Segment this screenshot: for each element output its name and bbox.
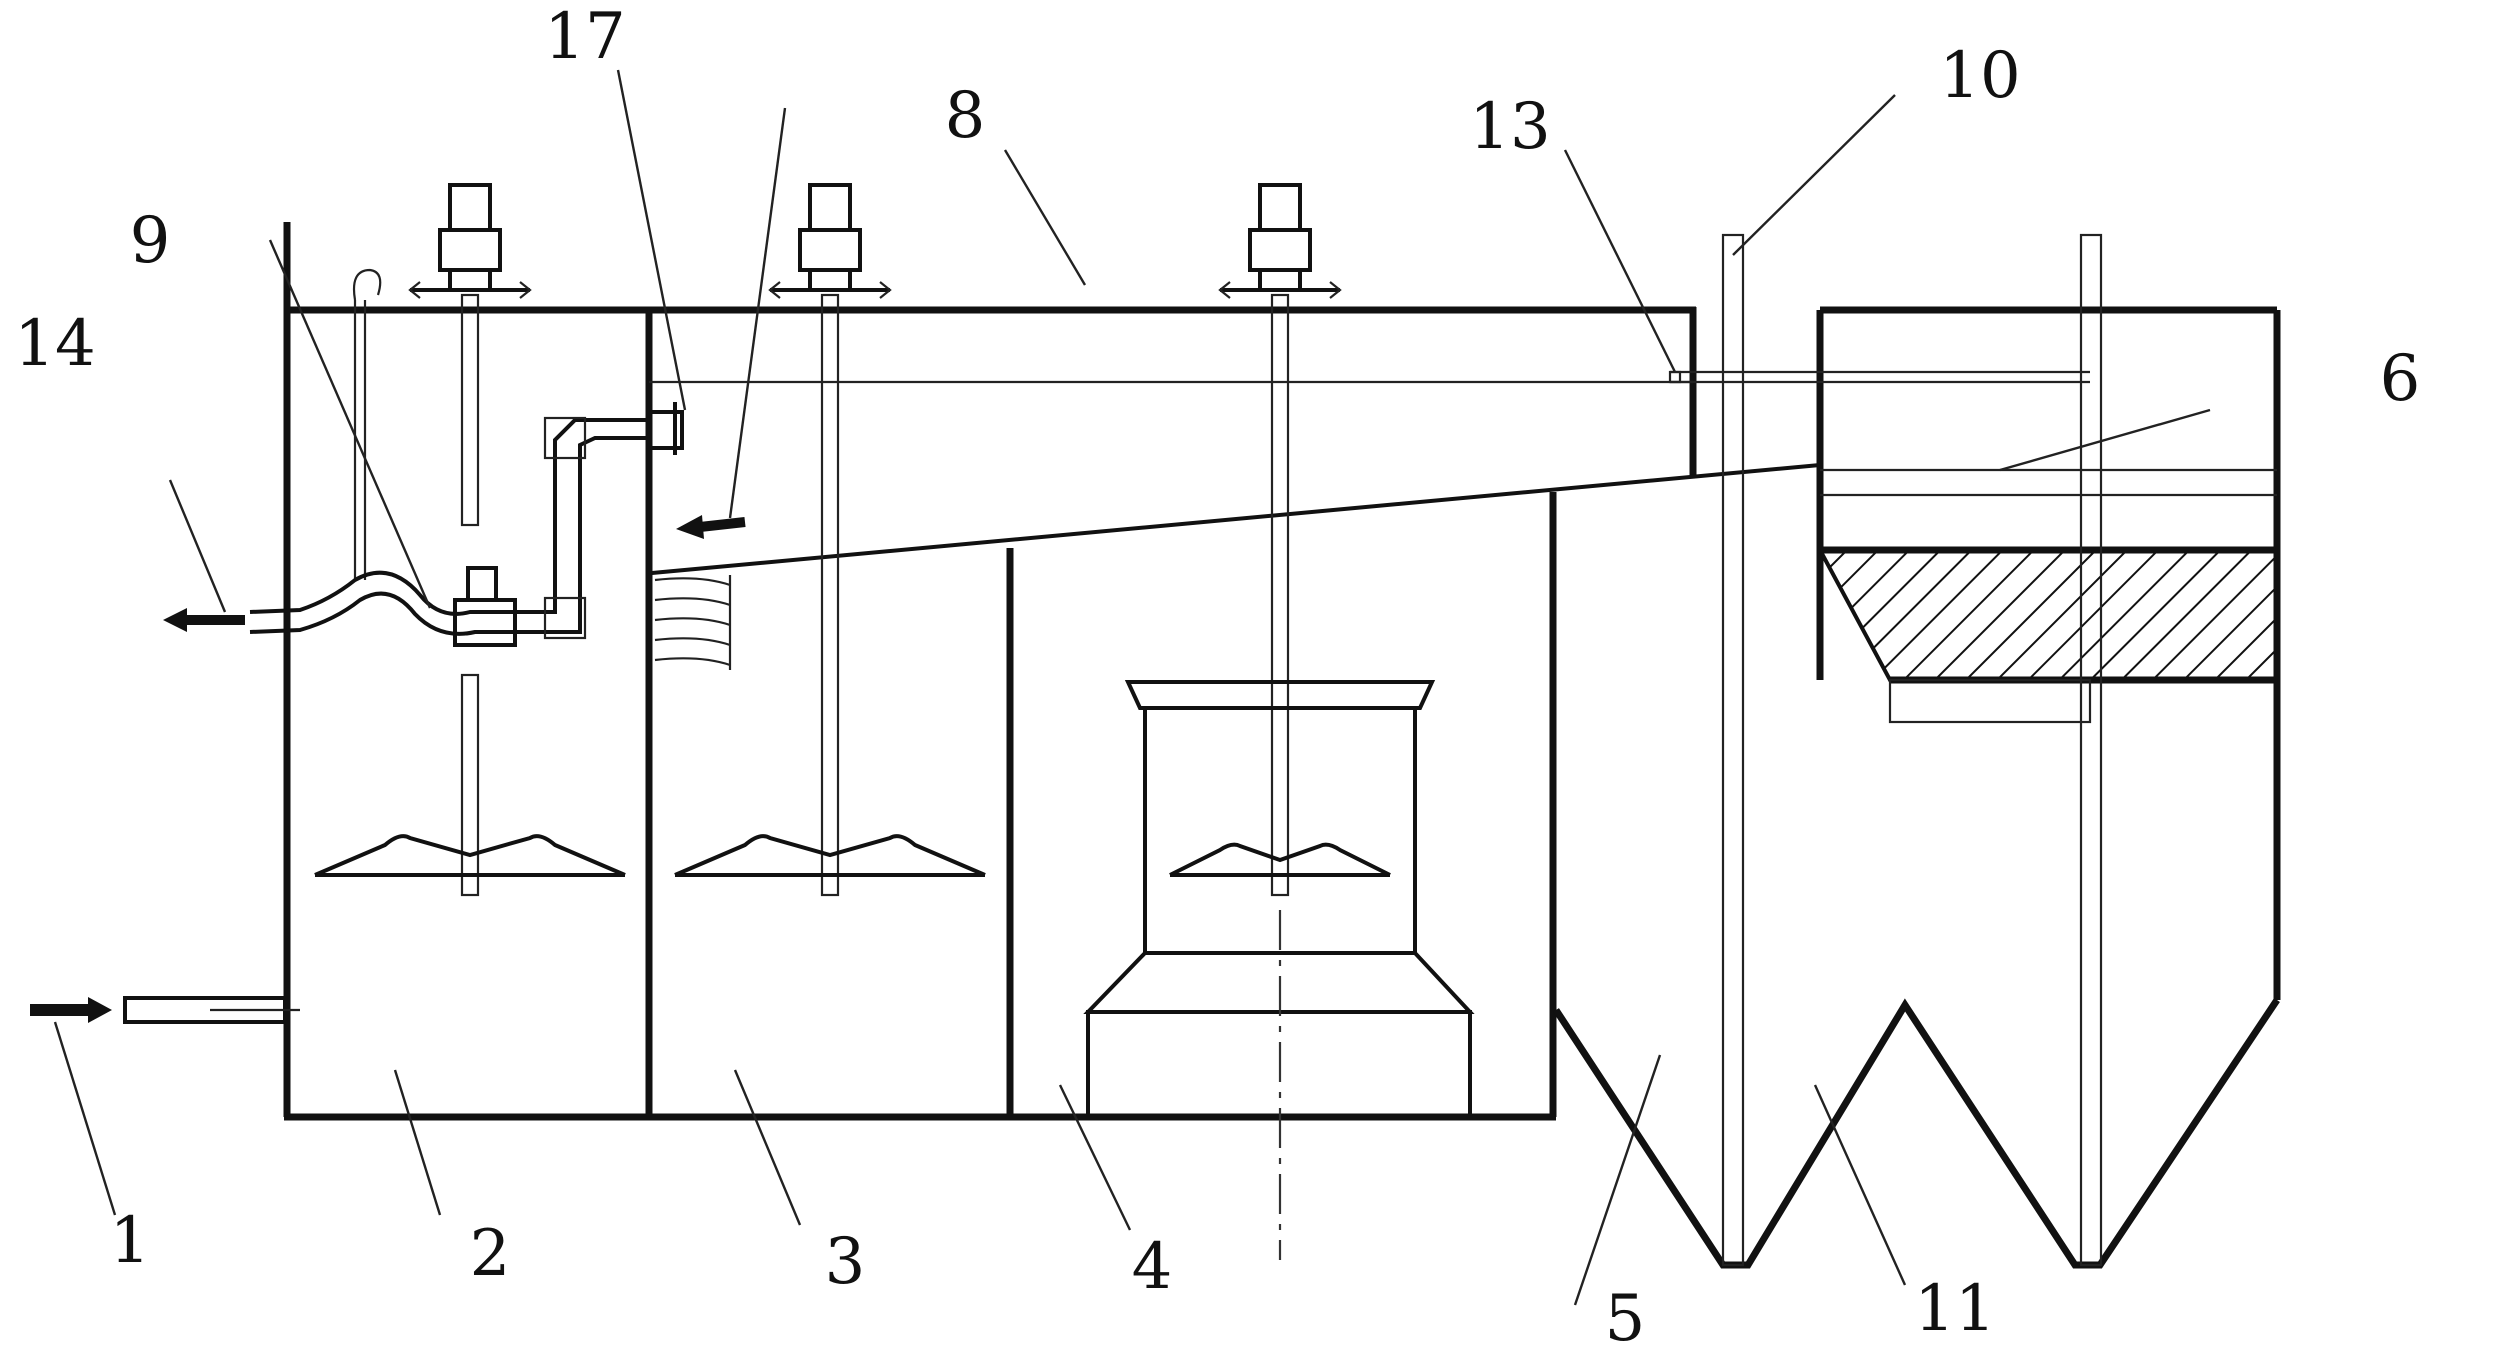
dosing-pipework (249, 268, 732, 670)
label-14: 14 (14, 307, 95, 381)
label-6: 6 (2380, 342, 2421, 416)
mixer-2 (674, 183, 986, 897)
main-tank-outline (283, 222, 1697, 1121)
label-11: 11 (1914, 1272, 1995, 1346)
label-2: 2 (470, 1217, 511, 1291)
leader-lines (53, 69, 2211, 1306)
inlet-pipe (123, 996, 300, 1024)
label-5: 5 (1605, 1282, 1646, 1355)
label-8: 8 (945, 79, 986, 153)
draft-tube (1083, 680, 1475, 1260)
labels: 1 2 3 4 5 6 8 9 10 11 13 14 17 (14, 0, 2420, 1355)
flow-arrow-outlet-14 (163, 608, 245, 632)
flow-arrow-inlet (30, 997, 112, 1023)
label-4: 4 (1132, 1230, 1173, 1304)
vertical-pipes (1668, 233, 2103, 1267)
label-3: 3 (825, 1225, 866, 1299)
flow-arrow-return (676, 515, 746, 539)
label-9: 9 (130, 204, 171, 278)
sloped-overflow-line (651, 463, 1821, 575)
label-17: 17 (544, 0, 625, 74)
settling-tank (1553, 306, 2281, 1269)
label-10: 10 (1939, 39, 2020, 113)
label-13: 13 (1469, 90, 1550, 164)
label-1: 1 (110, 1204, 151, 1278)
mixer-3 (1169, 183, 1391, 897)
mixer-1 (314, 183, 626, 897)
